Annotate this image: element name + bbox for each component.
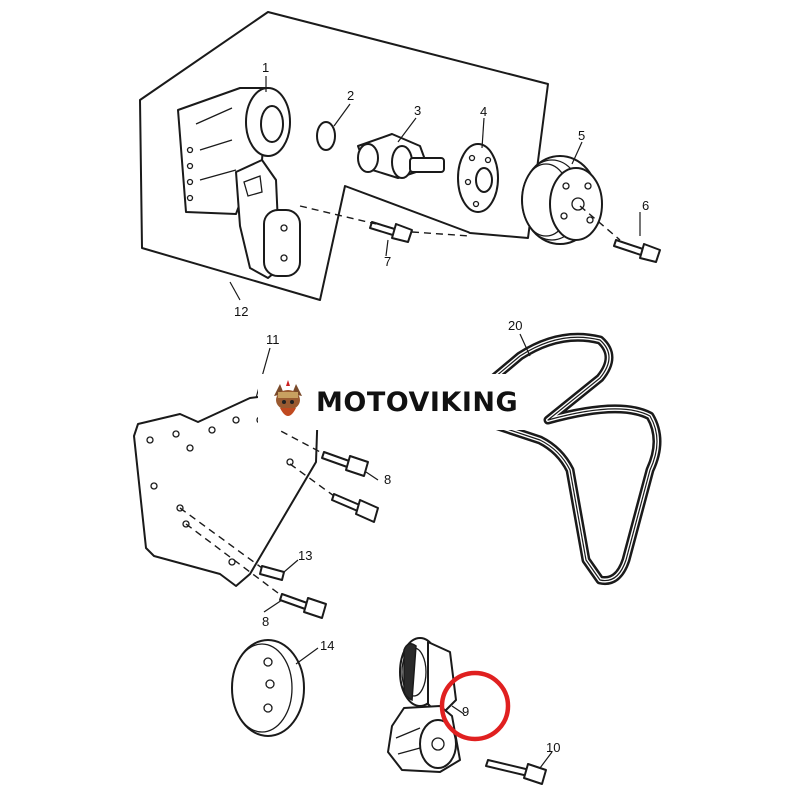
part-2-snap-ring[interactable] xyxy=(316,121,336,151)
callout-4: 4 xyxy=(480,104,487,119)
part-6-bolt[interactable] xyxy=(613,239,661,263)
callout-13: 13 xyxy=(298,548,312,563)
alignment-line-pulley xyxy=(579,205,621,241)
part-13-stud[interactable] xyxy=(259,565,285,581)
callout-5: 5 xyxy=(578,128,585,143)
callout-11: 11 xyxy=(266,332,280,347)
part-7-bolt[interactable] xyxy=(369,221,413,243)
part-3-shaft[interactable] xyxy=(357,133,445,179)
callout-leaders xyxy=(229,76,641,769)
callout-7: 7 xyxy=(384,254,391,269)
part-10-bolt[interactable] xyxy=(485,759,547,785)
callout-8b: 8 xyxy=(262,614,269,629)
part-5-pulley[interactable] xyxy=(521,155,603,245)
assembly-boundary-outline xyxy=(139,11,549,301)
part-4-spacer[interactable] xyxy=(457,143,499,213)
alignment-line-middle xyxy=(179,419,335,597)
part-1-bracket[interactable] xyxy=(177,87,301,279)
callout-14: 14 xyxy=(320,638,334,653)
callout-10: 10 xyxy=(546,740,560,755)
callout-labels: 1 2 3 4 5 6 7 8 8 9 10 11 12 13 14 20 xyxy=(234,60,649,755)
viking-logo-icon xyxy=(274,380,302,416)
highlight-circle xyxy=(439,670,511,742)
callout-9: 9 xyxy=(462,704,469,719)
callout-2: 2 xyxy=(347,88,354,103)
part-11-mounting-plate[interactable] xyxy=(133,391,319,587)
part-14-damper-disc[interactable] xyxy=(231,639,305,737)
part-8-bolt-middle[interactable] xyxy=(331,493,379,523)
part-20-belt[interactable] xyxy=(465,332,662,586)
part-9-tensioner[interactable] xyxy=(387,637,461,773)
part-8-bolt-upper[interactable] xyxy=(321,451,369,477)
brand-name: MOTOVIKING xyxy=(316,386,519,418)
callout-6: 6 xyxy=(642,198,649,213)
callout-3: 3 xyxy=(414,103,421,118)
callout-8a: 8 xyxy=(384,472,391,487)
alignment-line-upper xyxy=(299,205,471,237)
callout-1: 1 xyxy=(262,60,269,75)
callout-12: 12 xyxy=(234,304,248,319)
brand-watermark: MOTOVIKING xyxy=(258,374,542,430)
part-8-bolt-lower[interactable] xyxy=(279,593,327,619)
callout-20: 20 xyxy=(508,318,522,333)
